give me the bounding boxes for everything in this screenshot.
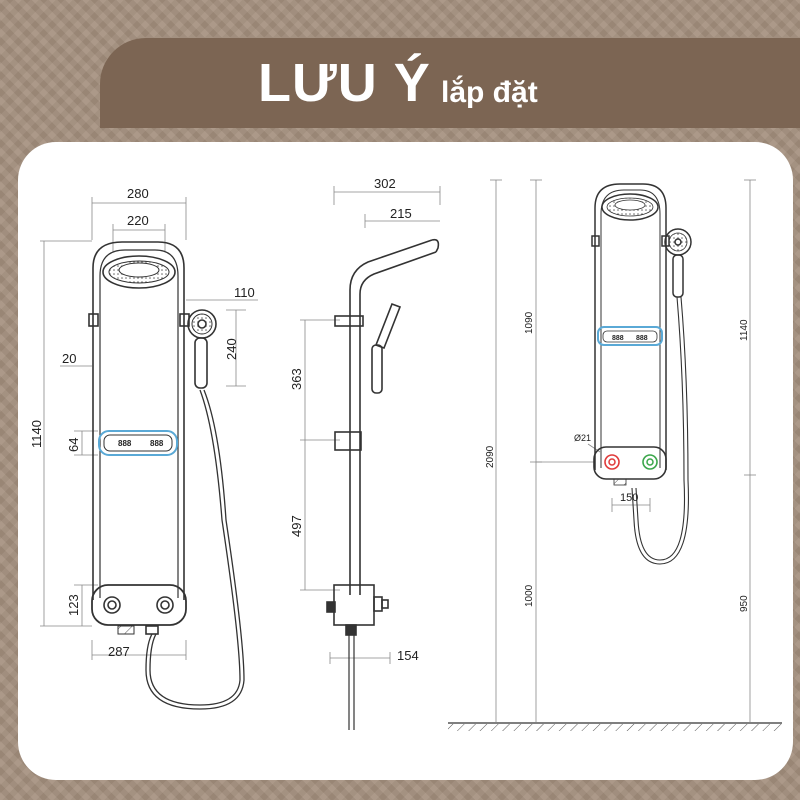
cold-inlet (642, 454, 658, 470)
install-mixer (593, 446, 667, 480)
side-mid-clip (334, 431, 362, 451)
side-view (300, 186, 441, 730)
svg-text:888: 888 (118, 439, 132, 448)
dim-lower-segment: 497 (289, 515, 304, 537)
front-left-knob (103, 596, 121, 614)
dim-inlet-spacing: 150 (620, 492, 638, 504)
page-title: LƯU Ý (258, 53, 431, 113)
svg-text:888: 888 (150, 439, 164, 448)
dim-install-upper-right: 1140 (739, 319, 750, 341)
front-left-clip (88, 313, 99, 327)
install-view: 888 888 (448, 179, 782, 731)
dim-install-total: 2090 (485, 445, 496, 468)
front-dimension-labels: 280 220 110 20 240 1140 64 123 287 (29, 186, 255, 659)
floor-hatch (448, 724, 782, 731)
dim-width-outer: 280 (127, 186, 149, 201)
front-frame-inner (99, 249, 179, 598)
hot-inlet (604, 454, 620, 470)
title-banner (100, 38, 800, 128)
install-panel (594, 183, 667, 470)
dim-total-height: 1140 (29, 420, 44, 448)
dim-reach-total: 302 (374, 176, 396, 191)
front-mixer-box (91, 584, 187, 626)
front-view: 888 888 (40, 197, 258, 710)
dim-pipe-diameter: Ø21 (574, 433, 591, 443)
side-mixer-box (333, 584, 375, 626)
install-dimension-lines (490, 179, 756, 722)
page-subtitle: lắp đặt (441, 76, 538, 109)
svg-text:888: 888 (636, 335, 648, 342)
dim-panel-height: 64 (66, 438, 81, 452)
install-dimension-labels: 2090 1090 1140 Ø21 150 1000 950 (485, 311, 750, 612)
install-display-panel (597, 326, 663, 346)
front-frame (92, 241, 185, 600)
side-dimension-lines (300, 186, 441, 664)
front-rain-head (102, 255, 176, 289)
front-display-panel (98, 430, 178, 456)
dim-width-inner: 220 (127, 213, 149, 228)
dim-upper-segment: 363 (289, 368, 304, 390)
dim-handshower-drop: 240 (224, 338, 239, 360)
install-hose (635, 296, 686, 561)
dim-bar-width: 20 (62, 351, 76, 366)
side-clip (334, 315, 364, 327)
dim-base-width: 287 (108, 644, 130, 659)
front-right-knob (156, 596, 174, 614)
dim-install-lower-left: 1000 (524, 584, 535, 607)
side-hand-shower (374, 302, 402, 350)
front-hose (149, 389, 241, 706)
svg-text:888: 888 (612, 335, 624, 342)
dim-handshower-offset: 110 (234, 285, 255, 300)
dim-install-upper-left: 1090 (524, 311, 535, 334)
dim-install-lower-right: 950 (739, 595, 750, 612)
side-bar (349, 239, 433, 595)
dim-base-depth: 154 (397, 648, 419, 663)
dim-lower-height: 123 (66, 594, 81, 616)
dim-reach-arm: 215 (390, 206, 412, 221)
front-dimension-lines (40, 197, 258, 660)
side-handle (371, 344, 383, 394)
front-handle (194, 337, 208, 389)
side-dimension-labels: 302 215 363 497 154 (289, 176, 419, 663)
